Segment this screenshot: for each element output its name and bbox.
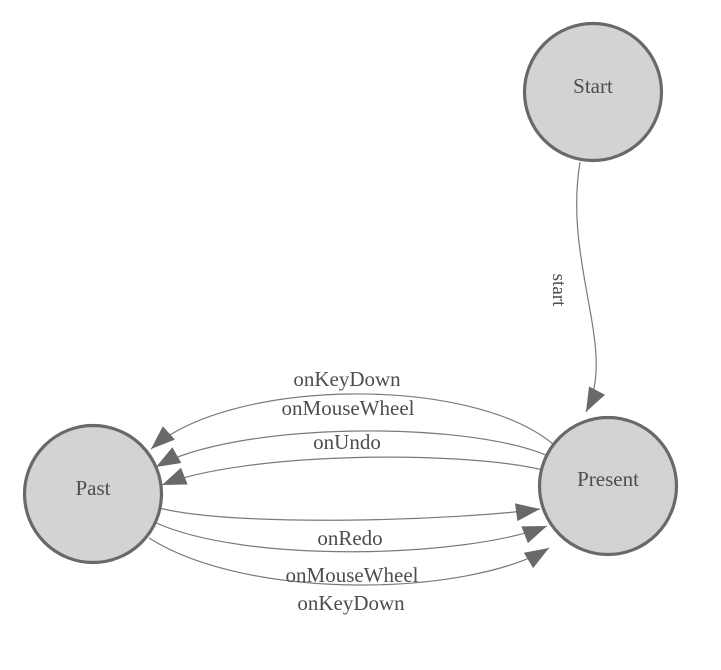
edge-past-to-present-onkeydown [148,537,550,586]
edge-label-onmousewheel-to-past: onMouseWheel [282,396,415,420]
edge-past-to-present-onmousewheel [153,521,548,553]
state-label-present: Present [577,467,639,491]
state-node-start [522,21,664,163]
edge-label-onkeydown-to-past: onKeyDown [293,367,401,391]
edge-label-start: start [548,274,569,307]
edge-start-to-present [576,161,605,413]
edge-present-to-past-onundo [161,456,544,486]
edge-label-onmousewheel-to-present: onMouseWheel [286,563,419,587]
edge-present-to-past-onmousewheel [155,430,549,468]
edge-label-onkeydown-to-present: onKeyDown [297,591,405,615]
state-label-start: Start [573,74,613,98]
edge-label-onundo-to-past: onUndo [313,430,381,454]
edge-past-to-present-onredo [158,503,541,522]
edge-present-to-past-onkeydown [150,393,554,450]
state-node-present [537,415,679,557]
edge-label-onredo-to-present: onRedo [317,526,382,550]
state-node-past [22,423,164,565]
state-label-past: Past [75,476,110,500]
